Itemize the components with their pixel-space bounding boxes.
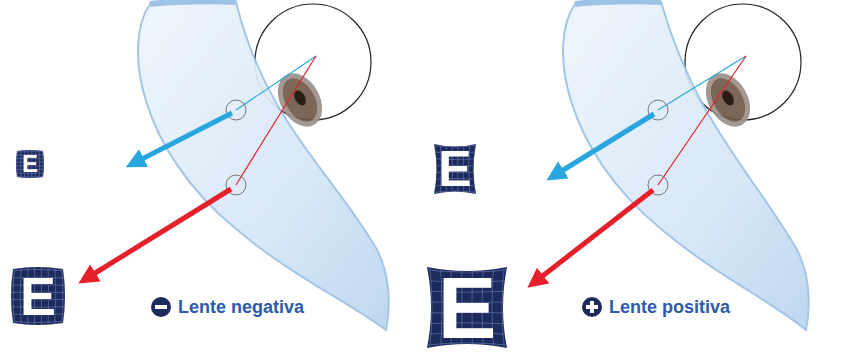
blue-arrow [140,113,232,160]
chart-letter: E [418,258,516,357]
ray-line [236,56,316,110]
plus-sign [590,301,594,313]
lens-shape [138,2,389,330]
red-arrow [540,190,653,278]
letter-chart-box: E [428,138,482,200]
chart-letter: E [8,264,68,328]
lens-edge [150,1,236,4]
blue-arrow [560,114,654,172]
ray-line [236,56,316,185]
letter-chart-box: E [418,258,516,357]
letter-chart-box: E [8,264,68,328]
iris [272,69,327,131]
lens-shape [563,2,809,330]
minus-icon [151,297,171,317]
ray-line [658,56,746,110]
red-arrow [92,189,231,275]
letter-chart-box: E [14,148,46,180]
positive-lens-group [540,1,809,330]
lens-type-label: Lente negativa [178,298,304,316]
lens-type-label: Lente positiva [609,298,730,316]
chart-letter: E [14,148,46,180]
plus-icon [582,297,602,317]
chart-letter: E [428,138,482,200]
minus-sign [155,305,167,309]
lens-edge [575,1,661,4]
negative-lens-group [92,1,389,330]
ray-line [658,56,746,185]
